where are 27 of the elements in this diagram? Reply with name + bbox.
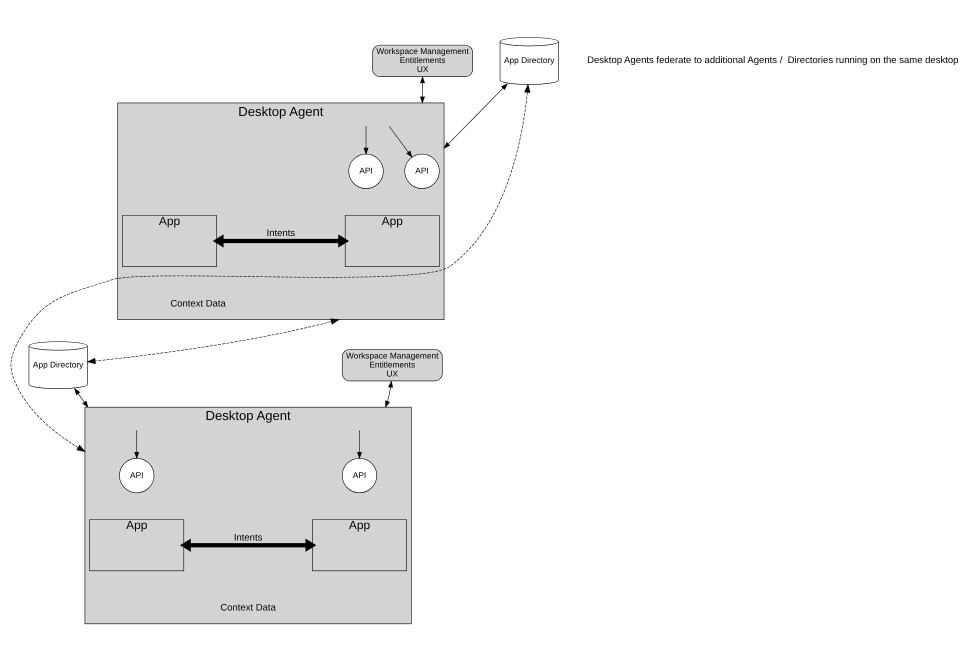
arrow	[356, 430, 362, 459]
node-circle: API	[348, 153, 384, 188]
node-box: Workspace Management Entitlements UX	[372, 44, 473, 76]
node-box: Workspace Management Entitlements UX	[342, 348, 443, 381]
node-circle: API	[342, 457, 378, 493]
arrow	[385, 380, 394, 408]
node-box: App	[122, 214, 217, 266]
label: Context Data	[170, 298, 226, 309]
arrow	[390, 126, 412, 158]
node-box: App	[312, 518, 407, 571]
node-box: App	[344, 214, 440, 266]
arrow	[180, 538, 316, 552]
arrow	[10, 83, 530, 452]
edge-label: Intents	[266, 228, 296, 239]
arrow	[364, 126, 369, 154]
node-circle: API	[119, 457, 154, 493]
label: Context Data	[220, 602, 276, 614]
arrow	[86, 318, 340, 364]
arrow	[74, 387, 88, 408]
arrow	[212, 234, 350, 248]
node-circle: API	[404, 153, 440, 188]
label: Desktop Agents federate to additional Agents / Directories running on the same desktop	[587, 54, 958, 66]
arrow	[134, 430, 140, 459]
edge-label: Intents	[234, 532, 262, 543]
arrow	[420, 76, 425, 104]
node-box: App	[89, 518, 184, 571]
arrow	[443, 82, 508, 148]
